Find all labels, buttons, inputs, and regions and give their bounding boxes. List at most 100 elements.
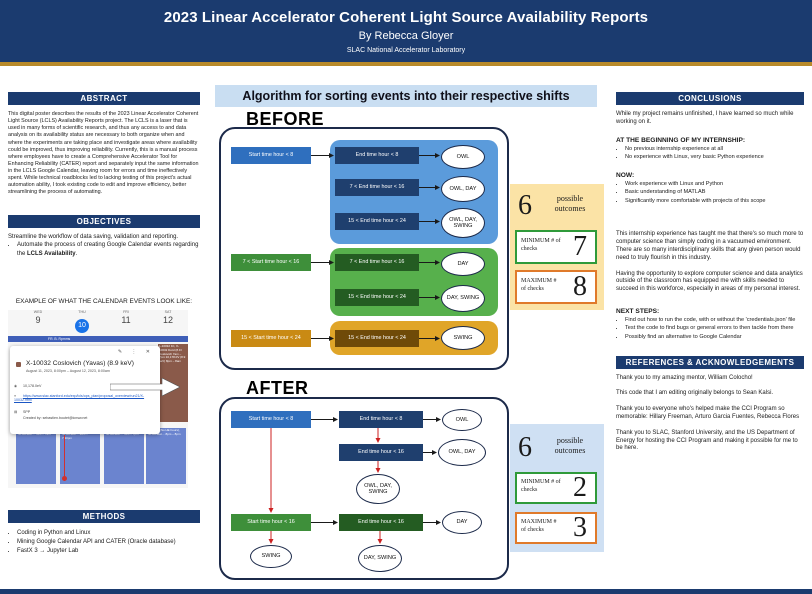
methods-item: Coding in Python and Linux [17, 529, 200, 537]
before-green-end-15-24-box: 15 < End time hour < 24 [335, 289, 419, 306]
poster-footer [0, 589, 812, 594]
event-spp: SPP [23, 410, 31, 414]
now-item: Basic understanding of MATLAB [625, 189, 804, 197]
beginning-item: No previous internship experience at all [625, 146, 804, 154]
methods-section: METHODS Coding in Python and Linux Minin… [8, 510, 200, 556]
before-label: BEFORE [246, 109, 325, 129]
before-max-checks-box: MAXIMUM # of checks 8 [515, 270, 597, 304]
beginning-item: No experience with Linux, very basic Pyt… [625, 154, 804, 162]
before-min-checks-box: MINIMUM # of checks 7 [515, 230, 597, 264]
after-max-label: MAXIMUM # of checks [521, 519, 557, 533]
methods-heading: METHODS [8, 510, 200, 523]
note-icon: ▤ [14, 410, 18, 414]
references-item: This code that I am editing originally b… [616, 390, 774, 397]
after-min-checks-box: MINIMUM # of checks 2 [515, 472, 597, 504]
calendar-date: 11 [121, 315, 131, 325]
location-pin-icon: ◉ [14, 384, 18, 388]
after-outcome-owl: OWL [442, 409, 482, 431]
before-min-value: 7 [573, 231, 587, 262]
poster-header: 2023 Linear Accelerator Coherent Light S… [0, 0, 812, 66]
next-steps-item: Test the code to find bugs or general er… [625, 325, 804, 333]
objectives-item: Automate the process of creating Google … [17, 241, 200, 257]
left-column: ABSTRACT This digital poster describes t… [8, 92, 200, 259]
after-frame [219, 397, 509, 580]
event-popup: ✎ ⋮ ✕ X-10032 Coslovich (Yavas) (8.9 keV… [10, 346, 160, 434]
before-outcome-swing: SWING [441, 326, 485, 350]
after-outcome-day: DAY [442, 511, 482, 534]
calendar-dow: WED [33, 310, 43, 314]
right-column: CONCLUSIONS While my project remains unf… [616, 92, 804, 453]
poster-organization: SLAC National Accelerator Laboratory [346, 47, 466, 54]
methods-item: Mining Google Calendar API and CATER (Or… [17, 538, 200, 546]
calendar-allday-band[interactable]: FR. B. Rpmms [8, 336, 188, 342]
event-title: X-10032 Coslovich (Yavas) (8.9 keV) [26, 360, 134, 367]
current-time-dot [62, 476, 67, 481]
event-creator: Created by: sebastien.boutet@lcnsw.net [23, 416, 88, 420]
poster-title: 2023 Linear Accelerator Coherent Light S… [163, 9, 649, 26]
after-label: AFTER [246, 378, 309, 398]
before-green-end-7-16-box: 7 < End time hour < 16 [335, 254, 419, 271]
abstract-heading: ABSTRACT [8, 92, 200, 105]
calendar-event-standby[interactable]: Standby (No HE hours), no accelat… 8pm –… [146, 428, 186, 484]
objectives-item-bold: LCLS Availability [27, 250, 76, 257]
calendar-date: 12 [162, 315, 173, 325]
next-steps-item: Possibly find an alternative to Google C… [625, 334, 804, 342]
calendar-dow: SAT [164, 310, 172, 314]
before-outcome-owl-day: OWL, DAY [441, 176, 485, 202]
calendar-dow: THU [78, 310, 86, 314]
before-outcome-owl: OWL [441, 145, 485, 169]
references-item: Thank you to everyone who's helped make … [616, 406, 800, 420]
after-end-lt8-box: End time hour < 8 [339, 411, 423, 428]
abstract-text: This digital poster describes the result… [8, 111, 199, 196]
before-end-15-24-box: 15 < End time hour < 24 [335, 213, 419, 230]
after-outcome-label: possible outcomes [554, 436, 586, 455]
before-start-15-24-box: 15 < Start time hour < 24 [231, 330, 311, 347]
before-outcomes-panel: 6 possible outcomes MINIMUM # of checks … [510, 184, 604, 310]
methods-list: Coding in Python and Linux Mining Google… [8, 529, 200, 555]
after-outcome-day-swing: DAY, SWING [358, 545, 402, 572]
popup-toolbar[interactable]: ✎ ⋮ ✕ [117, 349, 154, 355]
conclusions-paragraph-2: Having the opportunity to explore comput… [616, 270, 803, 293]
before-outcome-day: DAY [441, 252, 485, 276]
event-spp-row: ▤ SPP [14, 410, 30, 414]
after-outcome-swing: SWING [250, 545, 292, 568]
now-list: Work experience with Linux and Python Ba… [616, 181, 804, 206]
beginning-heading: AT THE BEGINNING OF MY INTERNSHIP: [616, 136, 746, 144]
current-time-line [64, 435, 65, 481]
objectives-list: Automate the process of creating Google … [8, 241, 200, 257]
before-max-label: MAXIMUM # of checks [521, 278, 557, 292]
references-item: Thank you to my amazing mentor, William … [616, 374, 753, 381]
methods-item: FastX 3 → Jupyter Lab [17, 547, 200, 555]
before-min-label: MINIMUM # of checks [521, 238, 561, 252]
objectives-heading: OBJECTIVES [8, 214, 200, 228]
after-max-checks-box: MAXIMUM # of checks 3 [515, 512, 597, 544]
next-steps-item: Find out how to run the code, with or wi… [625, 317, 804, 325]
before-start-7-16-box: 7 < Start time hour < 16 [231, 254, 311, 271]
before-outcome-day-swing: DAY, SWING [441, 285, 485, 312]
now-item: Work experience with Linux and Python [625, 181, 804, 189]
popup-arrow-icon [110, 378, 180, 396]
conclusions-intro: While my project remains unfinished, I h… [616, 111, 794, 125]
before-start-lt8-box: Start time hour < 8 [231, 147, 311, 164]
before-gold-end-15-24-box: 15 < End time hour < 24 [335, 330, 419, 347]
description-icon: ≡ [14, 394, 17, 398]
conclusions-paragraph-1: This internship experience has taught me… [616, 231, 804, 261]
before-end-7-16-box: 7 < End time hour < 16 [335, 179, 419, 196]
objectives-intro: Streamline the workflow of data saving, … [8, 233, 179, 240]
after-end-lt16-b-box: End time hour < 16 [339, 514, 423, 531]
calendar-dow: FRI [123, 310, 129, 314]
before-outcome-label: possible outcomes [554, 194, 586, 213]
before-outcome-owl-day-swing: OWL, DAY, SWING [441, 208, 485, 238]
event-link[interactable]: https://www.slac.stanford.edu/exp/lcls/o… [14, 394, 145, 402]
after-min-value: 2 [573, 472, 587, 503]
objectives-item-suffix: . [75, 250, 78, 257]
after-outcome-owl-day-swing: OWL, DAY, SWING [356, 474, 400, 504]
beginning-list: No previous internship experience at all… [616, 146, 804, 162]
algorithm-banner: Algorithm for sorting events into their … [215, 85, 597, 107]
